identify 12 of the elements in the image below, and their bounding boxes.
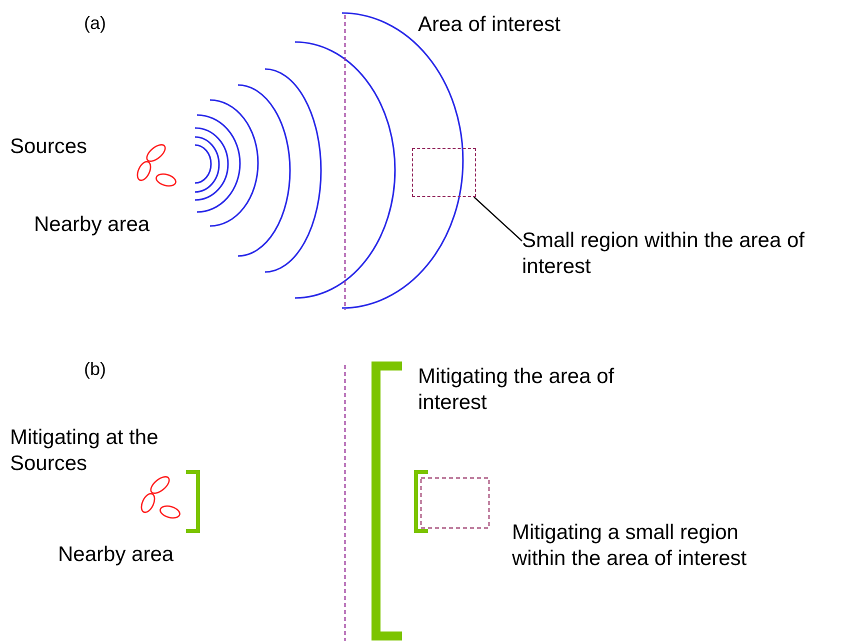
leader-line (474, 196, 522, 242)
mitigation-label: Mitigating a small region within the area of interest (512, 520, 748, 572)
nearby-area-label: Nearby area (58, 542, 175, 568)
callout-text: Small region within the area of interest (522, 228, 856, 280)
mitigation-label: Mitigating at the Sources (10, 425, 160, 477)
mitigation-label: Mitigating the area of interest (418, 364, 616, 416)
region-label: Area of interest (418, 12, 562, 38)
panel-label: (b) (84, 358, 107, 381)
panel-label: (a) (84, 12, 107, 35)
sources-label: Sources (10, 134, 88, 160)
nearby-area-label: Nearby area (34, 212, 151, 238)
dashed-region-box (412, 148, 476, 197)
